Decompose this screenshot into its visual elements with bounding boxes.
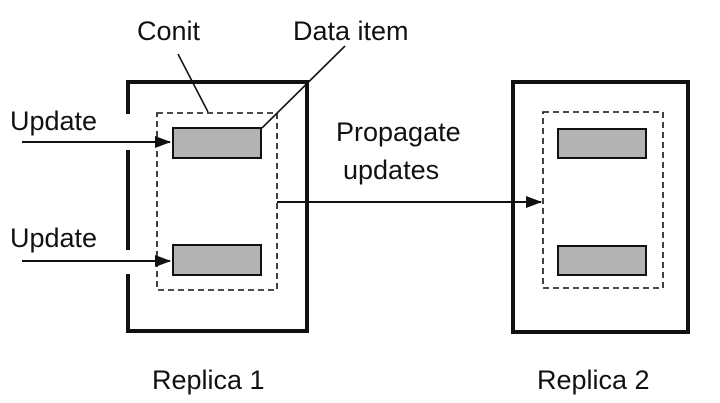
data-item-label: Data item: [293, 16, 409, 46]
data-item-leader-line: [261, 45, 346, 129]
replica-2: [511, 80, 690, 334]
propagate-label-line1: Propagate: [336, 117, 461, 147]
replica-1-label: Replica 1: [152, 365, 265, 395]
replica-2-box: [511, 80, 690, 334]
replica-2-data-item-2: [557, 245, 647, 276]
replica-1: [126, 80, 309, 333]
conit-1-boundary: [156, 112, 278, 291]
replica-2-data-item-1: [557, 128, 647, 159]
replica-1-data-item-2: [172, 244, 262, 276]
conit-2-boundary: [542, 111, 664, 289]
replica-1-box: [126, 80, 309, 333]
replica-2-label: Replica 2: [537, 365, 650, 395]
replica-1-data-item-1: [172, 127, 262, 159]
update-label-bottom: Update: [10, 223, 97, 253]
conit-label: Conit: [137, 16, 201, 46]
conit-leader-line: [177, 53, 209, 113]
propagate-label-line2: updates: [343, 155, 439, 185]
update-label-top: Update: [10, 106, 97, 136]
